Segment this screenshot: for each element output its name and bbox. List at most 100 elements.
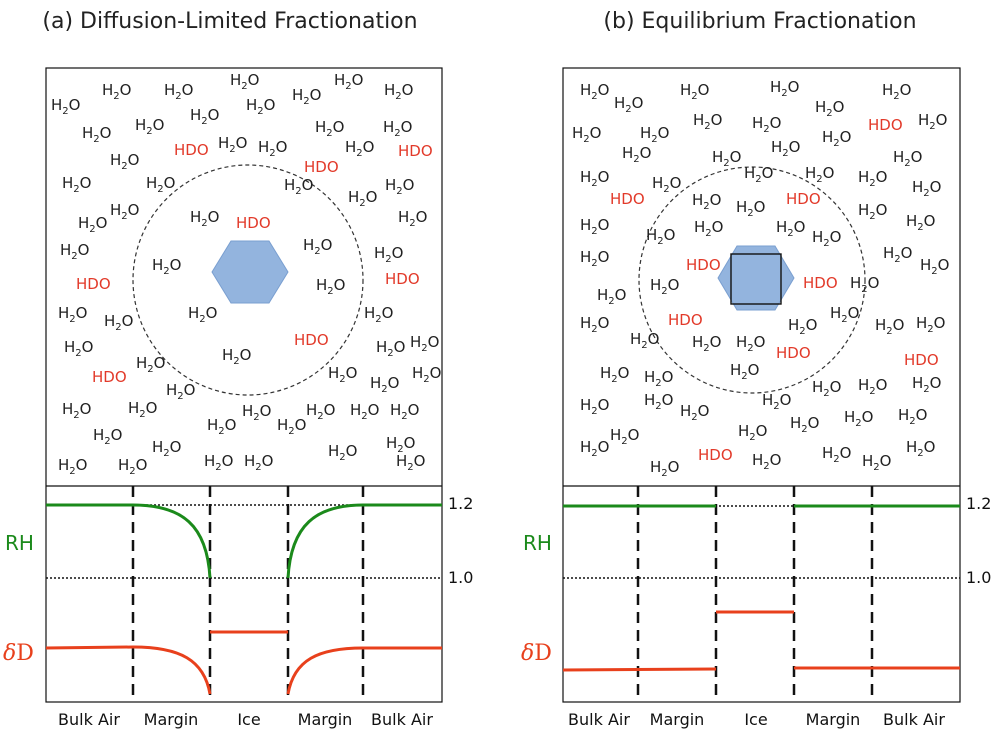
panel-b-margin-circle [638,166,866,394]
h2o-molecule: H2O [614,94,643,115]
hdo-molecule: HDO [786,190,821,208]
h2o-molecule: H2O [152,256,181,277]
deltaD-axis-label: δD [3,641,34,666]
h2o-molecule: H2O [680,81,709,102]
h2o-molecule: H2O [762,391,791,412]
h2o-molecule: H2O [82,124,111,145]
h2o-molecule: H2O [306,401,335,422]
h2o-molecule: H2O [920,256,949,277]
h2o-molecule: H2O [597,286,626,307]
h2o-molecule: H2O [396,452,425,473]
h2o-molecule: H2O [580,248,609,269]
h2o-molecule: H2O [916,314,945,335]
rh-axis-label: RH [523,531,552,555]
deltaD-axis-label: δD [521,641,552,666]
h2o-molecule: H2O [830,304,859,325]
h2o-molecule: H2O [610,426,639,447]
h2o-molecule: H2O [104,312,133,333]
hdo-molecule: HDO [76,275,111,293]
h2o-molecule: H2O [805,164,834,185]
h2o-molecule: H2O [858,201,887,222]
h2o-molecule: H2O [912,374,941,395]
h2o-molecule: H2O [770,78,799,99]
h2o-molecule: H2O [315,118,344,139]
region-label: Bulk Air [568,710,630,729]
h2o-molecule: H2O [152,438,181,459]
h2o-molecule: H2O [164,81,193,102]
h2o-molecule: H2O [230,71,259,92]
h2o-molecule: H2O [580,396,609,417]
hdo-molecule: HDO [174,141,209,159]
h2o-molecule: H2O [128,399,157,420]
h2o-molecule: H2O [680,402,709,423]
hdo-molecule: HDO [904,351,939,369]
h2o-molecule: H2O [398,208,427,229]
panel-a-frame [45,67,443,703]
h2o-molecule: H2O [730,361,759,382]
h2o-molecule: H2O [110,151,139,172]
hdo-molecule: HDO [868,116,903,134]
h2o-molecule: H2O [190,208,219,229]
panel-a-ice-crystal [211,240,289,304]
region-label: Bulk Air [371,710,433,729]
h2o-molecule: H2O [580,81,609,102]
rh-value-1-0: 1.0 [448,568,473,587]
h2o-molecule: H2O [644,391,673,412]
h2o-molecule: H2O [875,316,904,337]
h2o-molecule: H2O [146,174,175,195]
h2o-molecule: H2O [328,442,357,463]
h2o-molecule: H2O [188,304,217,325]
h2o-molecule: H2O [348,188,377,209]
h2o-molecule: H2O [622,144,651,165]
hdo-molecule: HDO [698,446,733,464]
panel-a-title: (a) Diffusion-Limited Fractionation [42,9,417,34]
h2o-molecule: H2O [771,138,800,159]
h2o-molecule: H2O [844,408,873,429]
h2o-molecule: H2O [893,148,922,169]
deltaD-level-left [562,667,717,672]
h2o-molecule: H2O [277,416,306,437]
h2o-molecule: H2O [692,333,721,354]
hdo-molecule: HDO [776,344,811,362]
h2o-molecule: H2O [51,96,80,117]
h2o-molecule: H2O [390,401,419,422]
h2o-molecule: H2O [364,304,393,325]
h2o-molecule: H2O [788,316,817,337]
h2o-molecule: H2O [822,444,851,465]
hdo-molecule: HDO [610,190,645,208]
h2o-molecule: H2O [918,111,947,132]
h2o-molecule: H2O [62,400,91,421]
h2o-molecule: H2O [93,426,122,447]
h2o-molecule: H2O [218,134,247,155]
region-label: Ice [744,710,767,729]
h2o-molecule: H2O [736,198,765,219]
deltaD-curve-left [45,645,212,695]
h2o-molecule: H2O [258,138,287,159]
region-label: Ice [237,710,260,729]
h2o-molecule: H2O [812,378,841,399]
h2o-molecule: H2O [640,124,669,145]
hdo-molecule: HDO [686,256,721,274]
h2o-molecule: H2O [383,118,412,139]
h2o-molecule: H2O [207,416,236,437]
h2o-molecule: H2O [693,111,722,132]
h2o-molecule: H2O [650,458,679,479]
hdo-molecule: HDO [803,274,838,292]
h2o-molecule: H2O [858,168,887,189]
h2o-molecule: H2O [204,452,233,473]
rh-curve-right [286,503,442,579]
h2o-molecule: H2O [815,98,844,119]
h2o-molecule: H2O [580,438,609,459]
h2o-molecule: H2O [328,364,357,385]
h2o-molecule: H2O [630,330,659,351]
h2o-molecule: H2O [370,374,399,395]
h2o-molecule: H2O [752,451,781,472]
region-label: Bulk Air [883,710,945,729]
h2o-molecule: H2O [644,368,673,389]
h2o-molecule: H2O [385,176,414,197]
hdo-molecule: HDO [236,214,271,232]
deltaD-curve-right [286,646,442,695]
h2o-molecule: H2O [78,214,107,235]
h2o-molecule: H2O [712,148,741,169]
h2o-molecule: H2O [64,338,93,359]
